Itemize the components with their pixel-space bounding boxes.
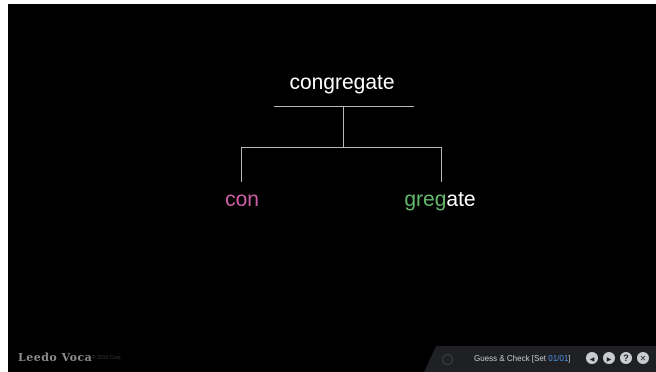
- left-arrow-icon: ◀: [589, 357, 595, 363]
- left-branch: [241, 147, 242, 182]
- copyright-text: © 2019 Corp.: [92, 355, 122, 361]
- help-button[interactable]: ?: [620, 352, 632, 364]
- status-prefix: Guess & Check [Set: [474, 354, 549, 363]
- prefix-text: con: [225, 188, 259, 211]
- leedo-voca-logo: Leedo Voca: [18, 351, 93, 364]
- status-suffix: ]: [568, 354, 571, 363]
- control-panel: Guess & Check [Set 01/01] ◀ ▶ ? ✕: [424, 346, 656, 372]
- close-icon: ✕: [639, 354, 647, 363]
- root-gregate: gregate: [380, 188, 500, 212]
- root-word: congregate: [289, 71, 395, 94]
- root-stem: [343, 107, 344, 147]
- status-text: Guess & Check [Set 01/01]: [474, 354, 571, 363]
- prefix-con: con: [200, 188, 284, 212]
- question-icon: ?: [623, 353, 629, 363]
- close-button[interactable]: ✕: [637, 352, 649, 364]
- footer-bar: Leedo Voca © 2019 Corp. Guess & Check [S…: [8, 346, 656, 372]
- previous-button[interactable]: ◀: [586, 352, 598, 364]
- right-arrow-icon: ▶: [606, 357, 612, 363]
- next-button[interactable]: ▶: [603, 352, 615, 364]
- slide-stage: congregate con gregate Leedo Voca © 2019…: [8, 4, 656, 372]
- info-icon: [442, 354, 453, 365]
- branch-bar: [241, 147, 442, 148]
- set-number: 01/01: [548, 354, 569, 363]
- root-segment-greg: greg: [404, 188, 447, 211]
- right-branch: [441, 147, 442, 182]
- suffix-segment-ate: ate: [446, 188, 476, 211]
- root-underline: [274, 106, 414, 107]
